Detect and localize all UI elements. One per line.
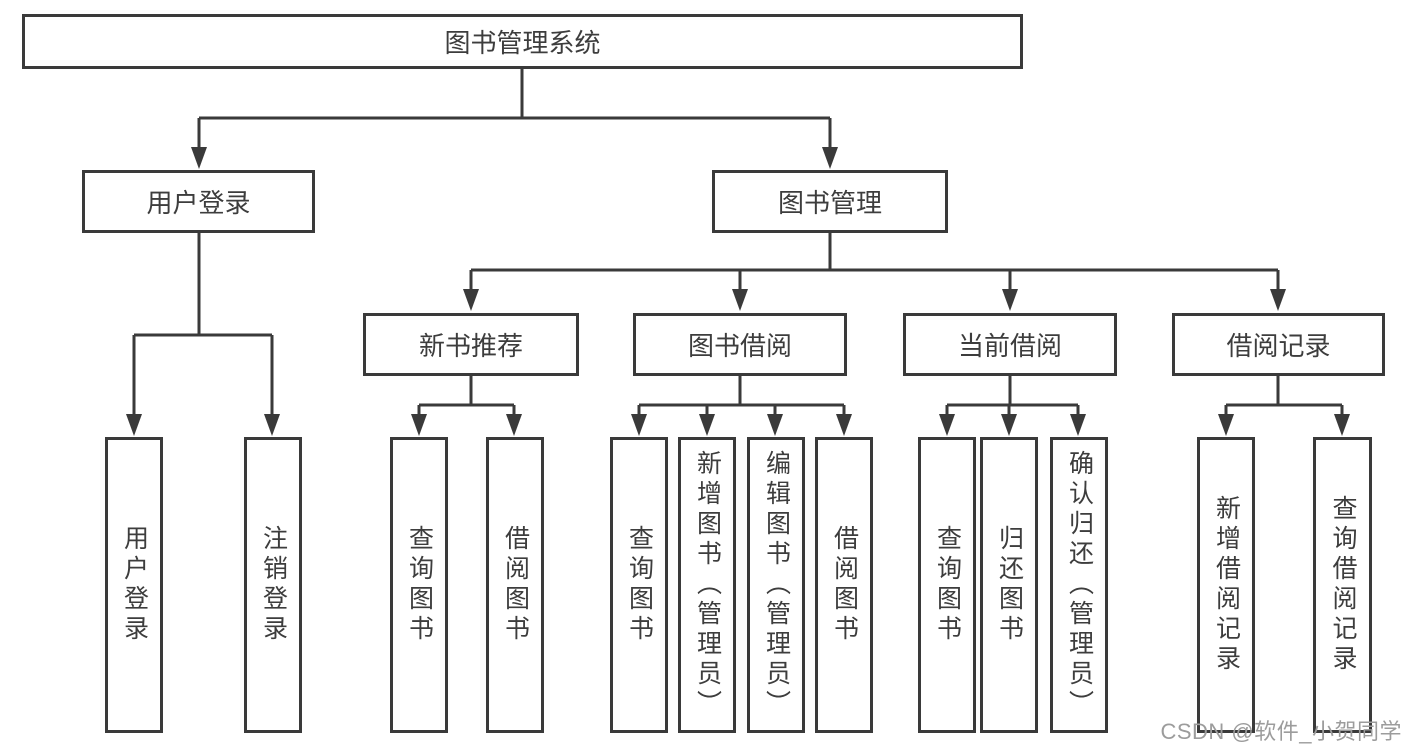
node-book-borrowing-label: 图书借阅 xyxy=(687,331,792,361)
leaf-logout-login-label: 注销登录 xyxy=(259,525,288,645)
leaf-add-borrow-record: 新增借阅记录 xyxy=(1197,437,1255,733)
csdn-watermark: CSDN @软件_小贺同学 xyxy=(1160,719,1402,744)
leaf-borrow-books-borrowing-label: 借阅图书 xyxy=(830,525,859,645)
leaf-edit-books-admin: 编辑图书（管理员） xyxy=(747,437,805,733)
leaf-query-borrow-record: 查询借阅记录 xyxy=(1313,437,1372,733)
leaf-borrow-books-recommend-label: 借阅图书 xyxy=(501,525,530,645)
leaf-query-books-current: 查询图书 xyxy=(918,437,976,733)
node-borrow-records: 借阅记录 xyxy=(1172,313,1385,376)
leaf-return-books: 归还图书 xyxy=(980,437,1038,733)
leaf-add-books-admin-label: 新增图书（管理员） xyxy=(693,450,722,720)
leaf-query-books-current-label: 查询图书 xyxy=(933,525,962,645)
leaf-user-login-label: 用户登录 xyxy=(120,525,149,645)
leaf-query-books-borrowing-label: 查询图书 xyxy=(625,525,654,645)
node-user-login: 用户登录 xyxy=(82,170,315,233)
leaf-borrow-books-recommend: 借阅图书 xyxy=(486,437,544,733)
leaf-query-books-recommend: 查询图书 xyxy=(390,437,448,733)
node-new-book-recommend: 新书推荐 xyxy=(363,313,579,376)
leaf-confirm-return-admin-label: 确认归还（管理员） xyxy=(1065,450,1094,720)
leaf-logout-login: 注销登录 xyxy=(244,437,302,733)
leaf-user-login: 用户登录 xyxy=(105,437,163,733)
leaf-query-borrow-record-label: 查询借阅记录 xyxy=(1329,495,1357,675)
node-book-management-label: 图书管理 xyxy=(777,188,882,218)
leaf-add-borrow-record-label: 新增借阅记录 xyxy=(1212,495,1241,675)
node-root-label: 图书管理系统 xyxy=(444,28,601,58)
node-current-borrowing: 当前借阅 xyxy=(903,313,1117,376)
node-new-book-recommend-label: 新书推荐 xyxy=(418,331,523,361)
node-borrow-records-label: 借阅记录 xyxy=(1226,331,1331,361)
leaf-confirm-return-admin: 确认归还（管理员） xyxy=(1050,437,1108,733)
node-user-login-label: 用户登录 xyxy=(146,188,251,218)
leaf-borrow-books-borrowing: 借阅图书 xyxy=(815,437,873,733)
node-book-management: 图书管理 xyxy=(712,170,948,233)
leaf-return-books-label: 归还图书 xyxy=(995,525,1024,645)
node-root: 图书管理系统 xyxy=(22,14,1023,69)
node-current-borrowing-label: 当前借阅 xyxy=(957,331,1062,361)
node-book-borrowing: 图书借阅 xyxy=(633,313,847,376)
leaf-edit-books-admin-label: 编辑图书（管理员） xyxy=(762,450,791,720)
leaf-add-books-admin: 新增图书（管理员） xyxy=(678,437,736,733)
leaf-query-books-recommend-label: 查询图书 xyxy=(405,525,434,645)
leaf-query-books-borrowing: 查询图书 xyxy=(610,437,668,733)
